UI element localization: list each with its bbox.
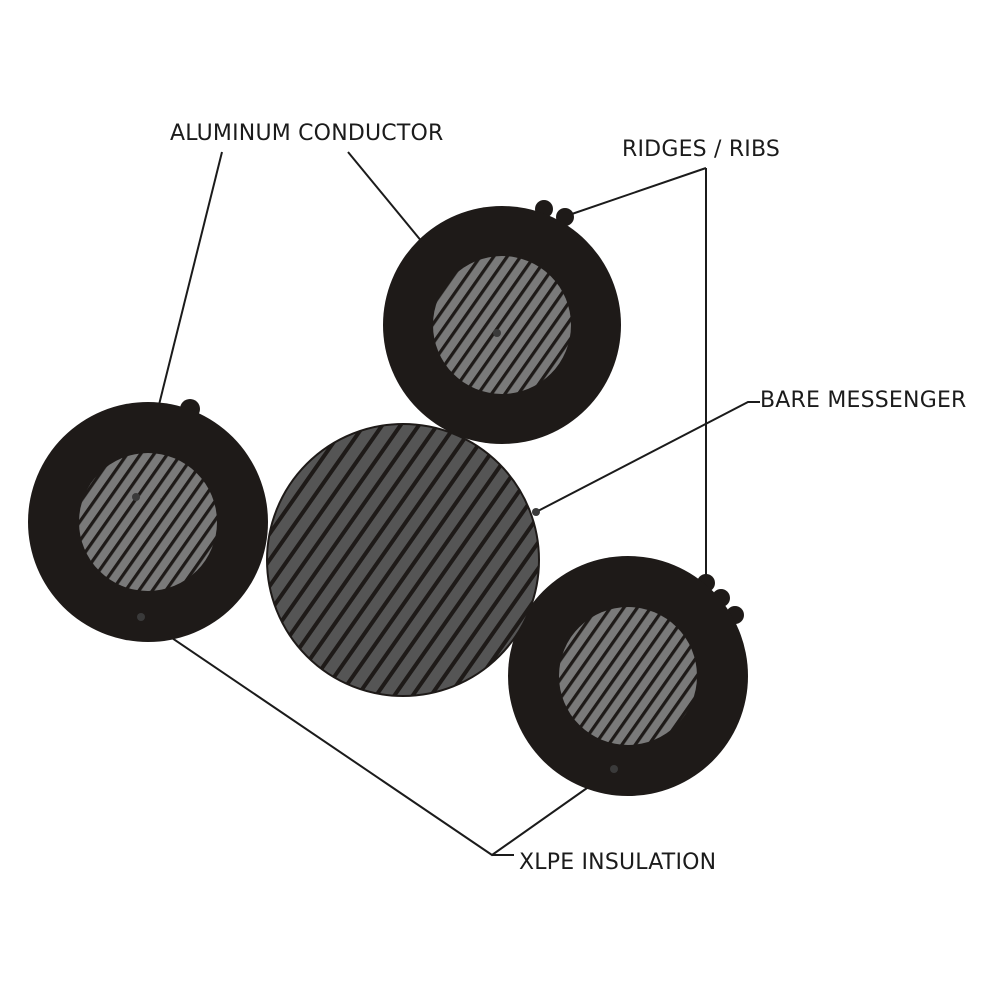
dot-aluminum-left (132, 493, 140, 501)
label-bare-messenger: BARE MESSENGER (760, 388, 967, 413)
leader-dots (132, 329, 618, 773)
cable-bottom-right (508, 556, 748, 796)
leader-messenger (535, 401, 760, 513)
label-xlpe-insulation: XLPE INSULATION (519, 850, 717, 875)
dot-messenger (532, 508, 540, 516)
leader-ridges-top (565, 167, 707, 217)
conductor-bottom-right (559, 607, 697, 745)
conductor-left (79, 453, 217, 591)
dot-xlpe-right (610, 765, 618, 773)
cable-left (28, 399, 268, 642)
dot-aluminum-top (493, 329, 501, 337)
messenger-body (266, 423, 540, 697)
label-aluminum-conductor: ALUMINUM CONDUCTOR (170, 121, 444, 146)
label-ridges-ribs: RIDGES / RIBS (622, 137, 781, 162)
dot-xlpe-left (137, 613, 145, 621)
cable-top (383, 200, 621, 444)
conductor-top (433, 256, 571, 394)
bare-messenger (266, 423, 540, 697)
